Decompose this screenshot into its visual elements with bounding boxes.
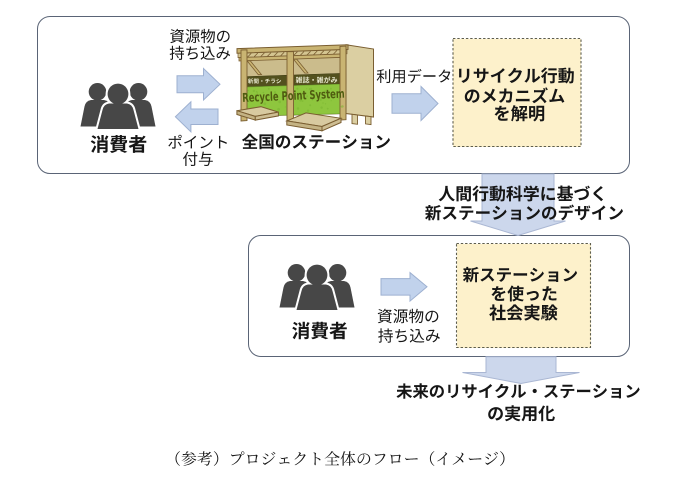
bring-in-arrow-2 xyxy=(380,271,428,303)
experiment-dashed-border xyxy=(455,242,592,349)
outcome-line2-path xyxy=(464,87,565,104)
usage-data-path xyxy=(376,68,451,84)
outcome-dashed-border xyxy=(452,37,582,148)
consumers1-path xyxy=(90,135,147,153)
diagram-caption-text xyxy=(175,451,505,466)
experiment-line2-path xyxy=(491,285,557,302)
station-sign-right-text xyxy=(295,76,338,84)
consumers-icon-2 xyxy=(279,262,355,312)
station-side-leg xyxy=(365,115,372,126)
person-body xyxy=(296,284,338,310)
bring-in2-line2-path xyxy=(378,328,440,343)
station-brace xyxy=(246,60,263,76)
person-head xyxy=(107,83,129,105)
stage1-bring-in-label-text xyxy=(169,28,231,60)
stage1-points-label-text xyxy=(168,134,227,166)
person-head xyxy=(129,83,148,101)
station-post xyxy=(339,45,347,121)
transition1-label-text xyxy=(425,185,623,221)
points-line1-path xyxy=(168,134,227,149)
experiment-box-text xyxy=(462,266,578,321)
station-banner-text xyxy=(242,89,345,104)
bring-in2-line1-path xyxy=(377,308,439,324)
station-fascia xyxy=(236,44,349,54)
stage1-station-label-text xyxy=(242,133,390,150)
transition2-line1-path xyxy=(396,383,640,399)
station-pallet-left xyxy=(236,106,279,121)
big-arrow-shape xyxy=(470,173,566,237)
banner-text-path xyxy=(242,89,345,104)
outcome-line3-path xyxy=(494,105,545,122)
station-brace xyxy=(292,58,309,74)
pallet-right-face xyxy=(321,117,342,132)
outcome-dashed-box xyxy=(453,38,581,147)
transition2-line2-path xyxy=(488,405,555,422)
station-label-path xyxy=(242,133,390,150)
big-arrow-down-1 xyxy=(470,173,566,237)
person-head xyxy=(88,83,107,101)
transition1-line2-path xyxy=(425,204,623,221)
bring-in-arrow-1 xyxy=(176,67,221,102)
outcome-line1-path xyxy=(459,67,574,84)
big-arrow-shape xyxy=(462,356,580,385)
stage1-consumers-label-text xyxy=(90,135,147,153)
station-post xyxy=(240,49,248,122)
recycle-station-illustration xyxy=(236,44,374,132)
transition2-label-text xyxy=(396,383,640,422)
experiment-line1-path xyxy=(462,266,578,283)
transition1-line1-path xyxy=(438,185,604,202)
usage-data-label-text xyxy=(376,68,451,84)
pallet-right-face xyxy=(254,111,279,121)
points-line2-path xyxy=(183,151,213,166)
consumers2-path xyxy=(292,321,347,340)
station-sign-left-text xyxy=(247,78,282,84)
person-head xyxy=(306,264,328,286)
station-post xyxy=(286,51,294,122)
consumers-icon-1 xyxy=(80,81,156,131)
person-head xyxy=(287,264,306,282)
experiment-line3-path xyxy=(489,304,558,321)
experiment-dashed-box xyxy=(456,243,591,348)
station-pallet-center xyxy=(284,112,343,132)
outcome-box-text xyxy=(459,67,574,122)
station-side-leg xyxy=(351,113,358,125)
right-arrow-shape xyxy=(380,271,428,303)
bring-in-line1-path xyxy=(170,28,230,44)
usage-data-arrow xyxy=(391,85,439,122)
stage2-consumers-label-text xyxy=(292,321,347,340)
person-head xyxy=(328,264,347,282)
station-side-face xyxy=(345,44,374,118)
caption-path xyxy=(175,451,505,466)
right-arrow-shape xyxy=(391,85,439,122)
stage2-bring-in-label-text xyxy=(377,308,440,343)
points-arrow xyxy=(174,100,219,133)
bring-in-line2-path xyxy=(169,45,231,60)
left-arrow-shape xyxy=(174,100,219,133)
person-body xyxy=(97,103,139,129)
big-arrow-down-2 xyxy=(462,356,580,385)
right-arrow-shape xyxy=(176,67,221,102)
